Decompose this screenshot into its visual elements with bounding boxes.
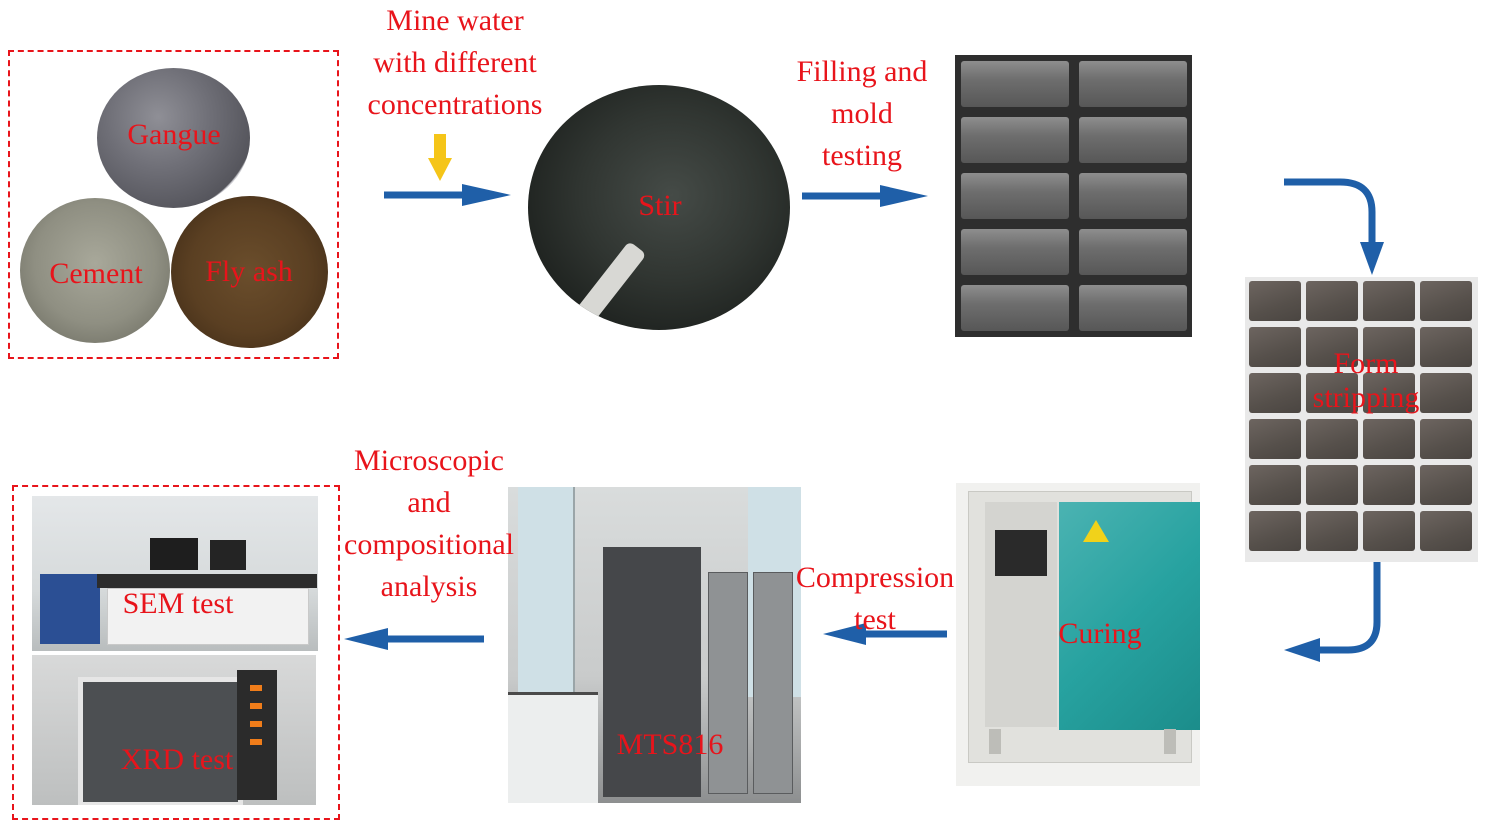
compression-line-1: Compression (795, 561, 955, 594)
gangue-label: Gangue (127, 118, 221, 151)
mts816-photo (508, 487, 801, 803)
materials-group-box (8, 50, 339, 359)
analysis-group-box (12, 485, 340, 820)
arrow-stir-to-molds (802, 185, 928, 207)
gangue-photo (97, 68, 250, 208)
mine-water-line-3: concentrations (367, 88, 543, 121)
mine-water-label: Mine water with different concentrations (345, 0, 565, 126)
curing-label: Curing (1058, 617, 1142, 650)
mine-water-line-2: with different (373, 46, 537, 79)
microscopic-label: Microscopic and compositional analysis (318, 440, 540, 608)
molds-photo (955, 55, 1192, 337)
stir-label: Stir (638, 189, 682, 222)
fly-ash-label: Fly ash (205, 255, 293, 288)
arrow-blocks-to-curing (1284, 562, 1381, 662)
microscopic-line-4: analysis (380, 570, 478, 603)
filling-label: Filling and mold testing (772, 51, 952, 177)
microscopic-line-3: compositional (344, 528, 514, 561)
microscopic-line-2: and (407, 486, 451, 519)
cement-label: Cement (49, 257, 143, 290)
compression-line-2: test (854, 603, 896, 636)
curing-chamber-photo (956, 483, 1200, 786)
filling-line-1: Filling and (796, 55, 928, 88)
mine-water-line-1: Mine water (386, 4, 524, 37)
fly-ash-photo (171, 196, 328, 348)
compression-label: Compression test (778, 557, 972, 641)
stir-photo (528, 85, 790, 330)
mts-label: MTS816 (616, 728, 724, 761)
water-drop-arrow (428, 134, 452, 181)
filling-line-3: testing (822, 139, 902, 172)
form-stripping-line-1: Form (1333, 347, 1399, 380)
cement-photo (20, 198, 170, 343)
sem-label: SEM test (122, 587, 234, 620)
arrow-molds-to-blocks (1284, 178, 1384, 275)
sem-photo (32, 496, 318, 651)
arrow-mts-to-analysis (344, 628, 484, 650)
filling-line-2: mold (831, 97, 893, 130)
form-stripping-line-2: stripping (1312, 381, 1420, 414)
microscopic-line-1: Microscopic (354, 444, 504, 477)
xrd-label: XRD test (120, 743, 234, 776)
arrow-curing-to-mts (823, 623, 947, 645)
stripped-blocks-photo (1245, 277, 1478, 562)
xrd-photo (32, 655, 316, 805)
form-stripping-label: Form stripping (1282, 347, 1450, 415)
arrow-materials-to-stir (384, 184, 511, 206)
